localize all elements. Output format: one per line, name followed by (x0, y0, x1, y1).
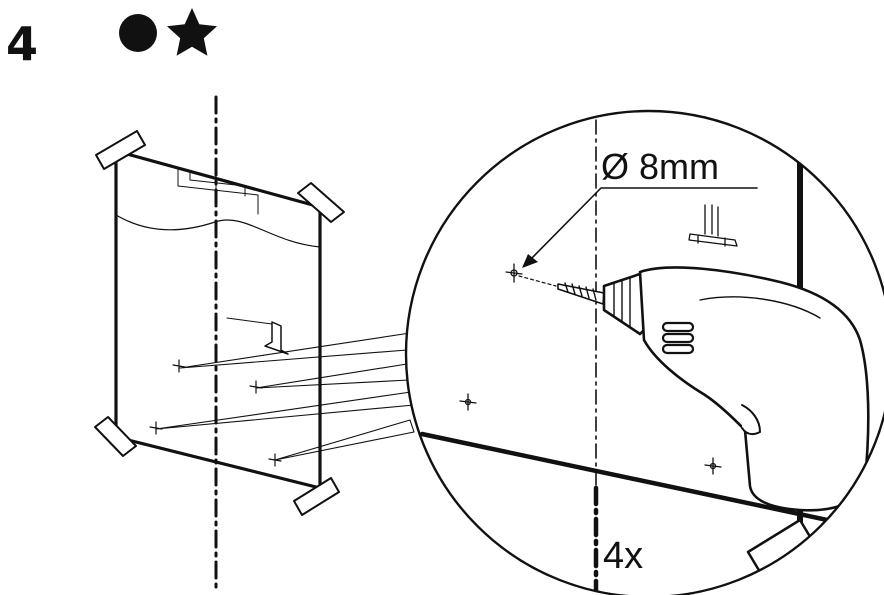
filled-circle-icon (119, 14, 157, 52)
step-number: 4 (6, 17, 39, 71)
tape-strip (293, 477, 340, 516)
paper-template (94, 95, 345, 594)
zoom-lines (155, 332, 415, 461)
hole-mark (704, 457, 722, 475)
tape-strip (94, 416, 137, 457)
zoom-circle-outline (404, 109, 884, 595)
hole-mark (505, 263, 523, 283)
hole-mark (172, 359, 186, 373)
hole-mark (459, 393, 477, 411)
drill-diameter-label: Ø 8mm (601, 146, 720, 187)
star-icon (167, 8, 217, 56)
zoom-detail (406, 111, 884, 595)
tape-strip (95, 130, 146, 170)
quantity-label: 4x (603, 535, 644, 577)
tape-strip (297, 182, 345, 223)
